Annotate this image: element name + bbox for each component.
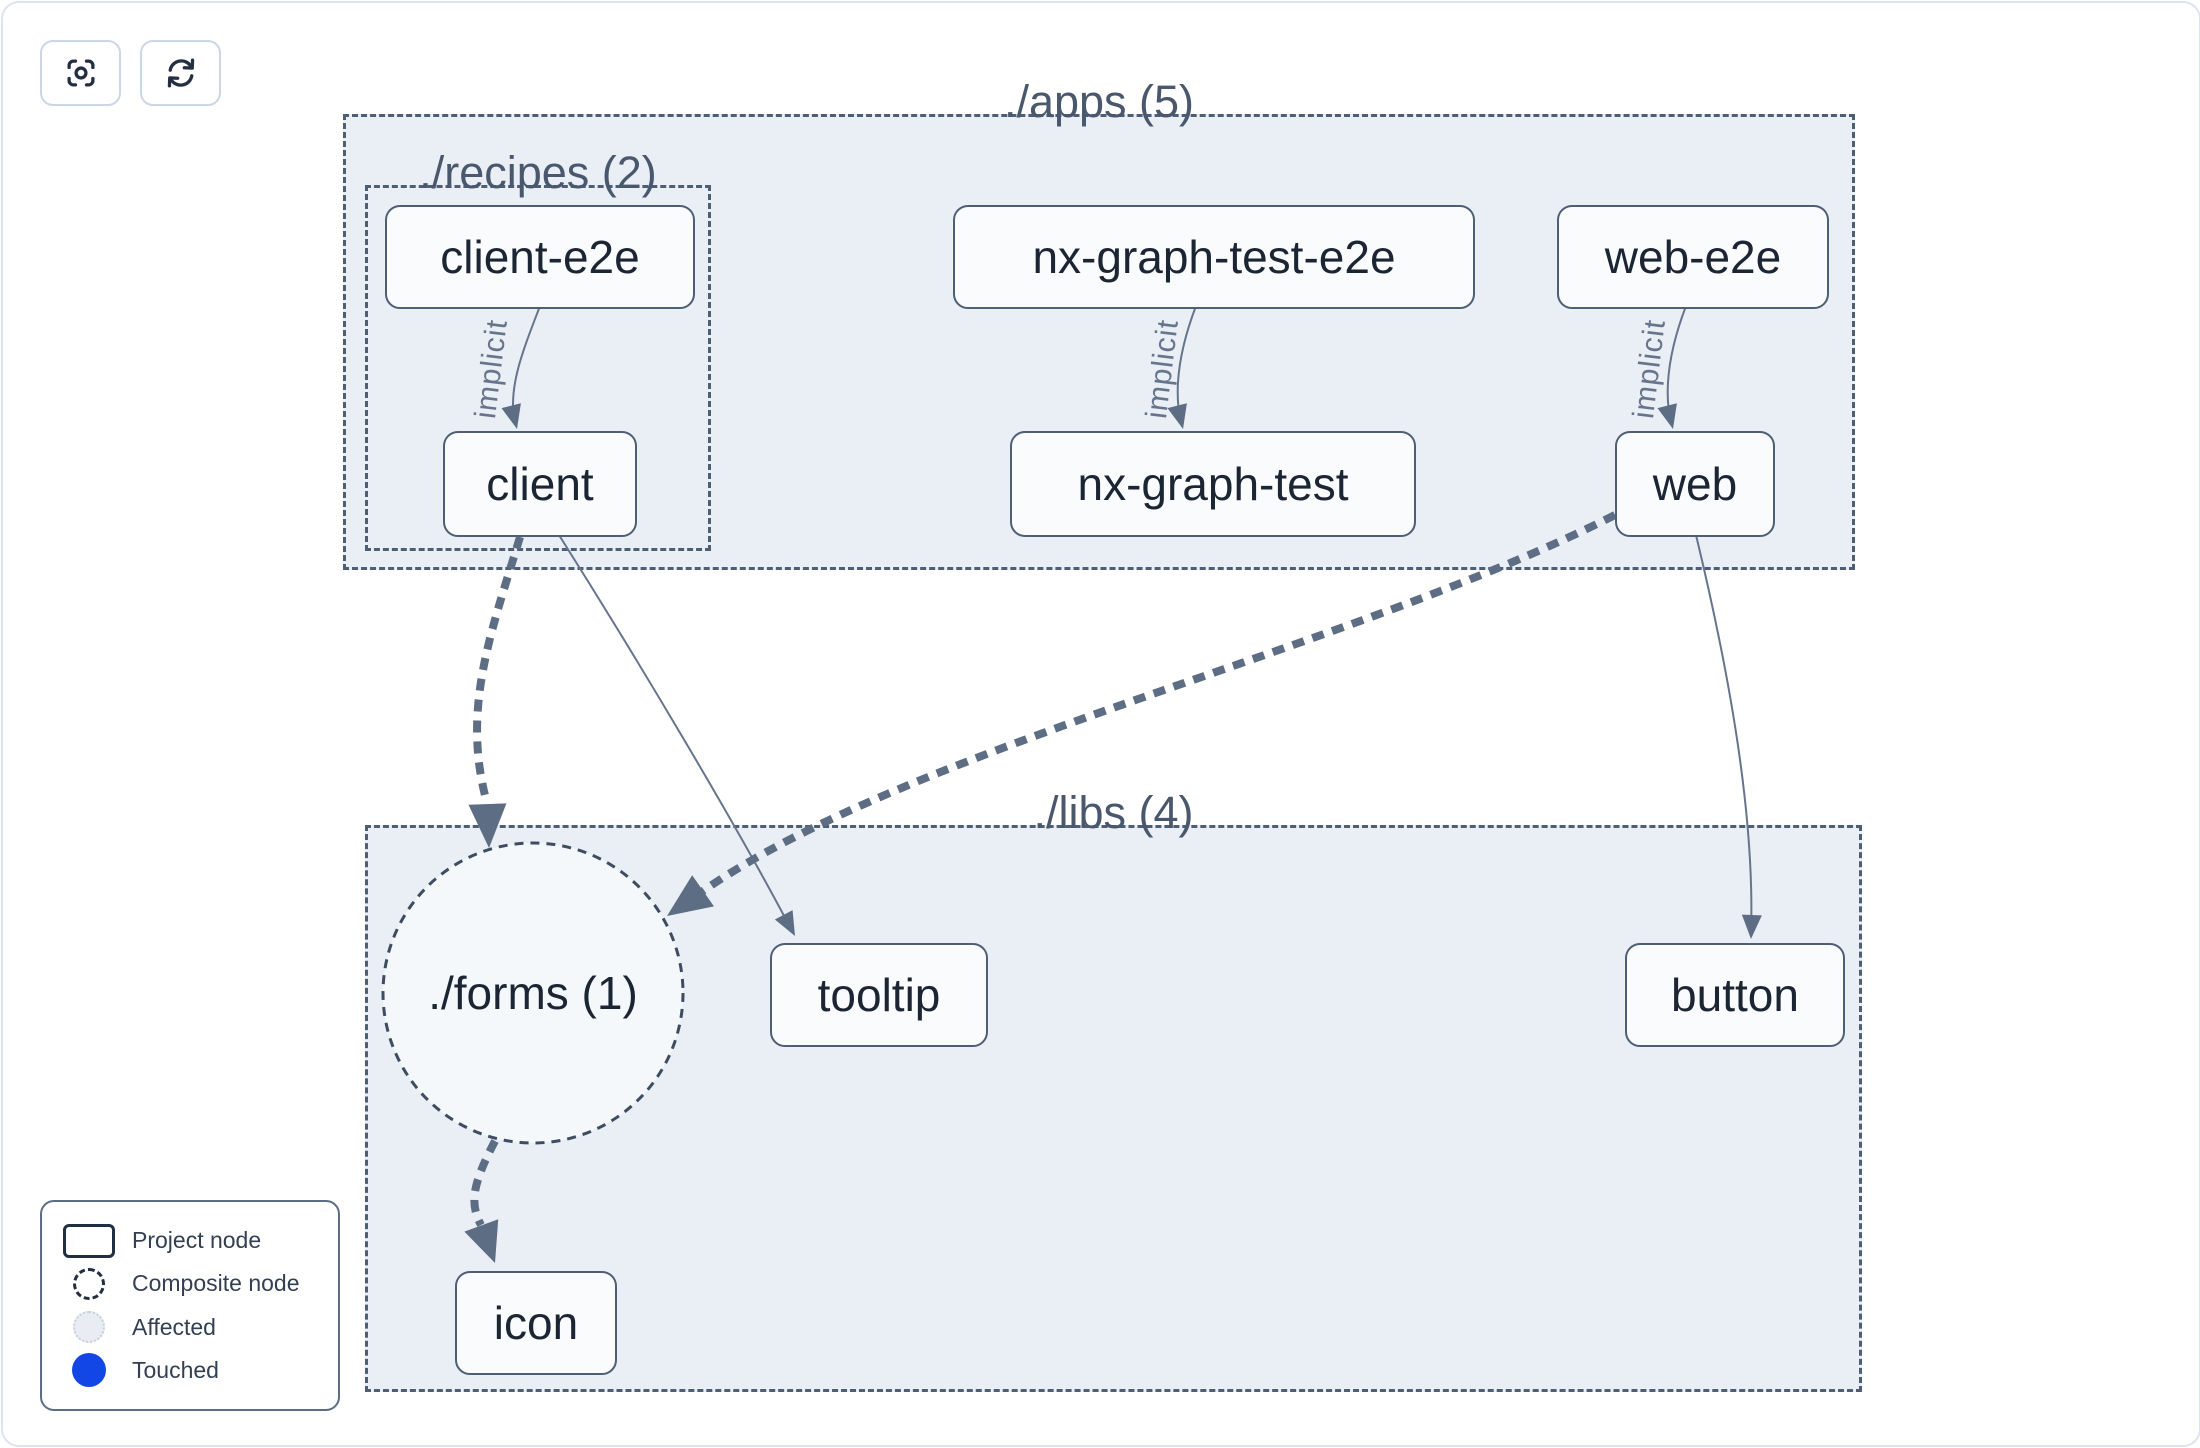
edge-web-forms[interactable] xyxy=(656,511,1617,932)
focus-crosshair-icon xyxy=(66,59,95,87)
group-libs-label: ./libs (4) xyxy=(1033,787,1194,838)
node-icon[interactable]: icon xyxy=(455,1271,617,1375)
legend-row-composite-node: Composite node xyxy=(60,1262,320,1305)
affected-swatch xyxy=(73,1311,105,1344)
edge-client-e2e-client[interactable] xyxy=(501,305,541,431)
legend-label: Composite node xyxy=(132,1270,300,1297)
node-web-e2e[interactable]: web-e2e xyxy=(1557,205,1829,309)
node-nx-graph-test[interactable]: nx-graph-test xyxy=(1010,431,1416,537)
legend-label: Project node xyxy=(132,1227,262,1254)
node-web[interactable]: web xyxy=(1615,431,1775,537)
node-nx-graph-test-e2e[interactable]: nx-graph-test-e2e xyxy=(953,205,1475,309)
group-apps-label: ./apps (5) xyxy=(1003,76,1195,127)
refresh-button[interactable] xyxy=(140,40,221,106)
edges-layer xyxy=(381,305,1762,1269)
legend-label: Touched xyxy=(132,1356,219,1383)
legend-row-affected: Affected xyxy=(60,1306,320,1349)
node-button[interactable]: button xyxy=(1625,943,1845,1047)
edge-client-forms[interactable] xyxy=(468,535,524,849)
node-client-e2e[interactable]: client-e2e xyxy=(385,205,695,309)
legend-row-project-node: Project node xyxy=(60,1219,320,1262)
node-forms-label[interactable]: ./forms (1) xyxy=(428,967,638,1019)
touched-swatch xyxy=(72,1353,106,1388)
focus-button[interactable] xyxy=(40,40,121,106)
group-recipes-label: ./recipes (2) xyxy=(419,147,657,198)
refresh-icon xyxy=(167,58,194,88)
edge-web-button[interactable] xyxy=(1695,534,1762,939)
legend-row-touched: Touched xyxy=(60,1349,320,1392)
group-recipes: ./recipes (2) xyxy=(365,147,711,551)
legend-label: Affected xyxy=(132,1313,216,1340)
composite-node-forms[interactable] xyxy=(381,841,685,1145)
edge-nx-graph-test-e2e-nx-graph-test[interactable] xyxy=(1167,305,1197,431)
edge-web-e2e-web[interactable] xyxy=(1657,305,1687,431)
node-tooltip[interactable]: tooltip xyxy=(770,943,988,1047)
edge-client-tooltip[interactable] xyxy=(558,534,804,941)
composite-node-swatch xyxy=(73,1267,105,1300)
project-node-swatch xyxy=(63,1223,115,1258)
toolbar xyxy=(40,40,221,106)
node-client[interactable]: client xyxy=(443,431,637,537)
edge-forms-icon[interactable] xyxy=(464,1139,512,1269)
legend: Project node Composite node Affected Tou… xyxy=(40,1200,340,1411)
